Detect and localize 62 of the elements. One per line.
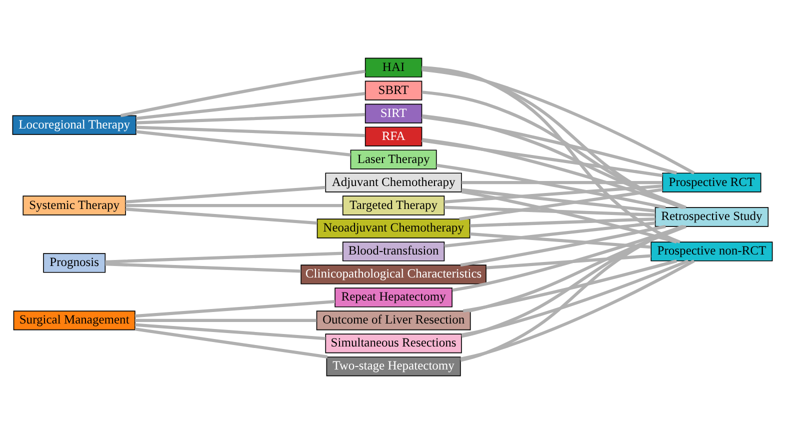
connector	[461, 188, 655, 212]
connector	[422, 114, 687, 209]
node-box: Systemic Therapy	[22, 195, 126, 215]
connector	[136, 125, 366, 137]
connector	[468, 224, 687, 312]
connector	[444, 205, 656, 216]
node-box: Retrospective Study	[654, 206, 769, 226]
connector	[436, 163, 666, 209]
connector	[470, 216, 656, 227]
node-box: Surgical Management	[13, 310, 136, 330]
connector	[460, 259, 695, 360]
connector	[135, 318, 317, 322]
node-box: HAI	[364, 57, 422, 77]
connector	[444, 184, 662, 203]
connector	[136, 130, 351, 156]
node-box: Prospective RCT	[662, 172, 762, 192]
connector	[134, 327, 328, 358]
node-box: Blood-transfusion	[342, 241, 445, 261]
node-box: Clinicopathological Characteristics	[300, 264, 486, 284]
connector	[422, 68, 695, 174]
node-box: Targeted Therapy	[342, 195, 445, 215]
connector	[422, 114, 678, 174]
node-box: Laser Therapy	[350, 149, 437, 169]
connector	[444, 221, 656, 248]
connector	[462, 258, 689, 336]
node-box: Outcome of Liver Resection	[316, 310, 471, 330]
node-box: Locoregional Therapy	[12, 114, 136, 134]
connector	[461, 190, 678, 244]
node-box: Prospective non-RCT	[650, 241, 773, 261]
connector	[105, 262, 301, 272]
connector	[422, 66, 683, 209]
node-box: Repeat Hepatectomy	[334, 287, 452, 307]
connector	[126, 207, 318, 224]
connector	[136, 92, 366, 120]
connector	[460, 224, 683, 362]
connector	[462, 180, 662, 184]
connector	[422, 138, 684, 208]
connector	[459, 187, 663, 220]
node-box: Prognosis	[43, 252, 106, 272]
connector	[134, 322, 326, 340]
connector	[136, 112, 366, 124]
node-box: RFA	[364, 126, 422, 146]
connector	[462, 258, 678, 312]
connector	[486, 254, 652, 269]
node-box: Two-stage Hepatectomy	[326, 356, 461, 376]
node-box: Simultaneous Resections	[325, 333, 462, 353]
node-box: SBRT	[364, 80, 422, 100]
connector	[422, 90, 685, 209]
connector	[461, 224, 685, 338]
connector	[126, 203, 342, 207]
node-box: Neoadjuvant Chemotherapy	[316, 218, 470, 238]
connector	[422, 66, 681, 243]
connector	[105, 251, 343, 263]
connector	[470, 232, 651, 248]
connector	[120, 69, 366, 117]
connector	[422, 138, 663, 177]
connector	[460, 224, 666, 266]
connector	[134, 300, 336, 318]
node-box: SIRT	[364, 103, 422, 123]
node-box: Adjuvant Chemotherapy	[325, 172, 462, 192]
connector	[126, 185, 326, 203]
connector	[452, 224, 684, 292]
